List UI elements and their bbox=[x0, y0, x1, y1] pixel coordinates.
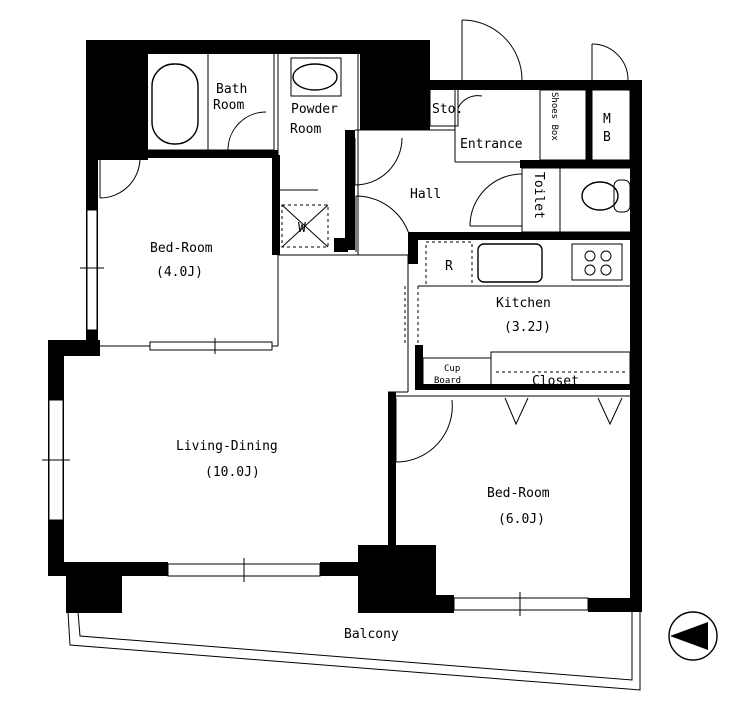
fridge-label: R bbox=[445, 259, 453, 274]
closet-label: Closet bbox=[532, 374, 579, 389]
powder-room-label-2: Room bbox=[290, 122, 321, 137]
cup-board-label-2: Board bbox=[434, 376, 461, 386]
mb-label-1: M bbox=[603, 112, 611, 127]
shoe-box-label: Shoes Box bbox=[549, 92, 559, 141]
living-dining-name: Living-Dining bbox=[176, 439, 278, 454]
powder-room-label-1: Powder bbox=[291, 102, 338, 117]
bedroom-large-size: (6.0J) bbox=[498, 512, 545, 527]
kitchen-name: Kitchen bbox=[496, 296, 551, 311]
bedroom-large-name: Bed-Room bbox=[487, 486, 550, 501]
partitions bbox=[42, 49, 641, 691]
bath-room-label-2: Room bbox=[213, 98, 244, 113]
bath-room-label-1: Bath bbox=[216, 82, 247, 97]
room-labels: Bath Room Powder Room Clo. Sto. Entrance… bbox=[108, 82, 611, 642]
north-arrow-icon bbox=[668, 611, 718, 661]
storage-label: Sto. bbox=[432, 102, 463, 117]
kitchen-size: (3.2J) bbox=[504, 320, 551, 335]
bedroom-small-name: Bed-Room bbox=[150, 241, 213, 256]
mb-label-2: B bbox=[603, 130, 611, 145]
entrance-label: Entrance bbox=[460, 137, 523, 152]
cup-board-label-1: Cup bbox=[444, 364, 460, 374]
washer-label: W bbox=[298, 221, 306, 236]
hall-label: Hall bbox=[410, 187, 441, 202]
bedroom-small-size: (4.0J) bbox=[156, 265, 203, 280]
balcony-label: Balcony bbox=[344, 627, 399, 642]
living-dining-size: (10.0J) bbox=[205, 465, 260, 480]
clo-label: Clo. bbox=[108, 104, 123, 135]
doors bbox=[99, 19, 629, 463]
toilet-label: Toilet bbox=[531, 172, 546, 219]
